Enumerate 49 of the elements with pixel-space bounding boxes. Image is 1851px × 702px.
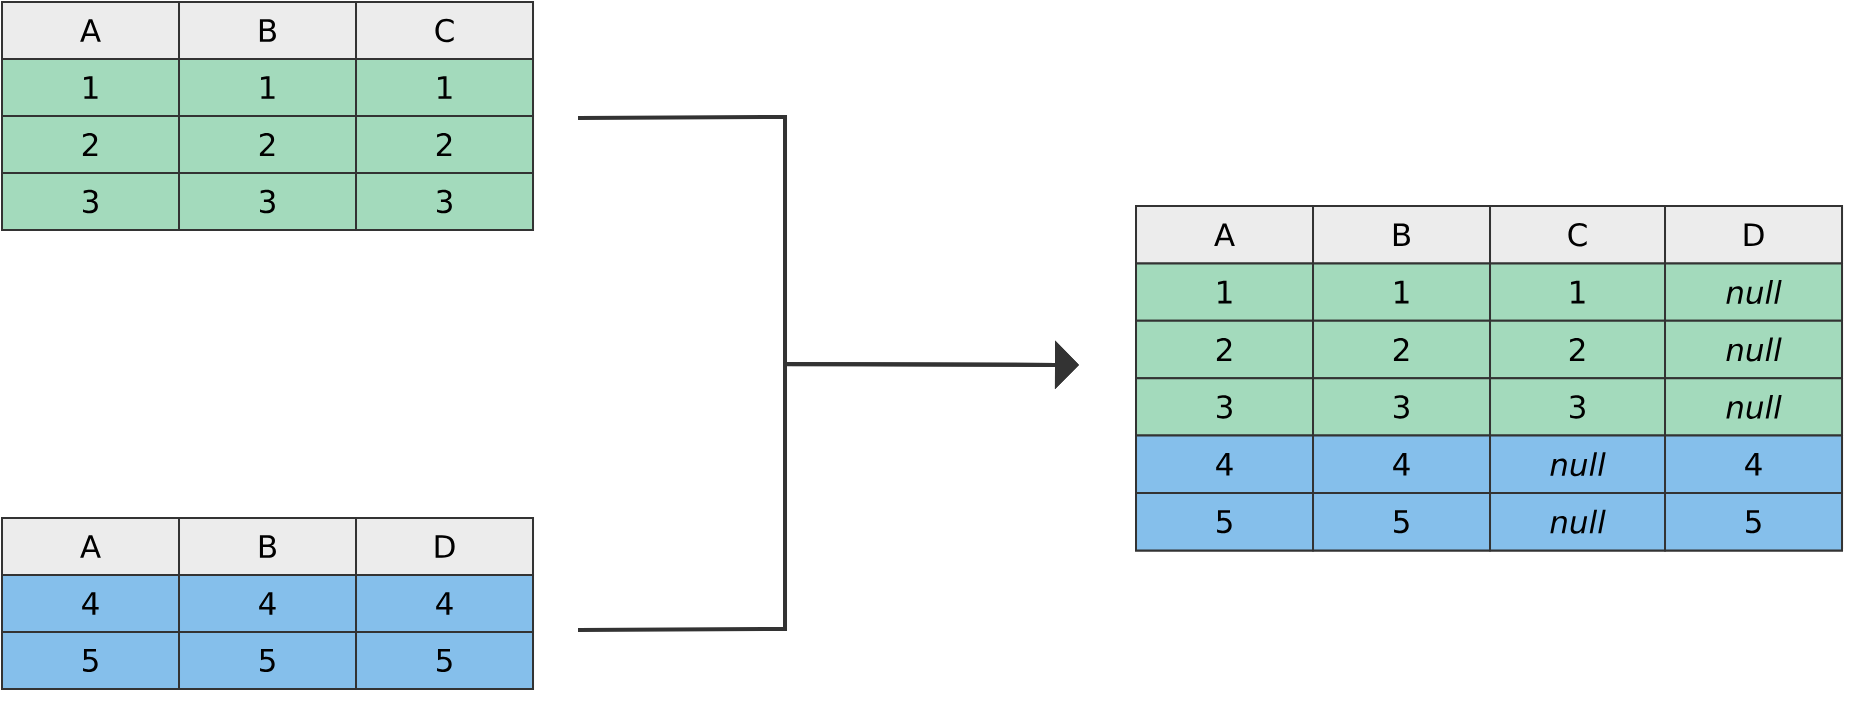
table-cell: 3 — [1, 172, 180, 231]
table-cell: 1 — [1489, 262, 1666, 322]
table-cell: 1 — [1135, 262, 1314, 322]
table-cell: 3 — [1312, 377, 1491, 437]
table-cell: 1 — [178, 58, 357, 117]
table-cell: 5 — [1312, 492, 1491, 552]
table-cell: D — [1664, 205, 1843, 265]
table-cell: null — [1664, 377, 1843, 437]
table-cell: 5 — [178, 631, 357, 690]
table-cell: C — [355, 1, 534, 60]
table-cell: 4 — [178, 574, 357, 633]
table-cell: B — [178, 1, 357, 60]
table-cell: null — [1489, 434, 1666, 494]
table-cell: 4 — [1, 574, 180, 633]
table-cell: null — [1664, 262, 1843, 322]
table-cell: 2 — [1, 115, 180, 174]
table-cell: 2 — [1135, 319, 1314, 380]
table-cell: A — [1, 1, 180, 60]
table-cell: 2 — [1489, 319, 1666, 380]
table — [1, 1, 534, 231]
table — [1135, 205, 1843, 552]
table-cell: A — [1135, 205, 1314, 265]
table-cell: 1 — [1, 58, 180, 117]
table-cell: 3 — [178, 172, 357, 231]
table-cell: 4 — [1135, 434, 1314, 494]
table-cell: 4 — [1664, 434, 1843, 494]
table-cell: null — [1489, 492, 1666, 552]
arrow — [578, 340, 1079, 632]
table-cell: 3 — [355, 172, 534, 231]
table-cell: 2 — [178, 115, 357, 174]
table-cell: 2 — [1312, 319, 1491, 380]
table-cell: C — [1489, 205, 1666, 265]
table-cell: 3 — [1135, 377, 1314, 437]
table-cell: D — [355, 517, 534, 576]
table-cell: 5 — [1664, 492, 1843, 552]
table-cell: 2 — [355, 115, 534, 174]
table-cell: 3 — [1489, 377, 1666, 437]
table-cell: 4 — [355, 574, 534, 633]
table-cell: 1 — [355, 58, 534, 117]
table — [1, 517, 534, 690]
table-cell: 5 — [1, 631, 180, 690]
table-cell: B — [178, 517, 357, 576]
table-cell: B — [1312, 205, 1491, 265]
table-cell: 5 — [1135, 492, 1314, 552]
table-cell: 1 — [1312, 262, 1491, 322]
table-cell: 4 — [1312, 434, 1491, 494]
table-cell: A — [1, 517, 180, 576]
table-cell: 5 — [355, 631, 534, 690]
table-cell: null — [1664, 319, 1843, 380]
